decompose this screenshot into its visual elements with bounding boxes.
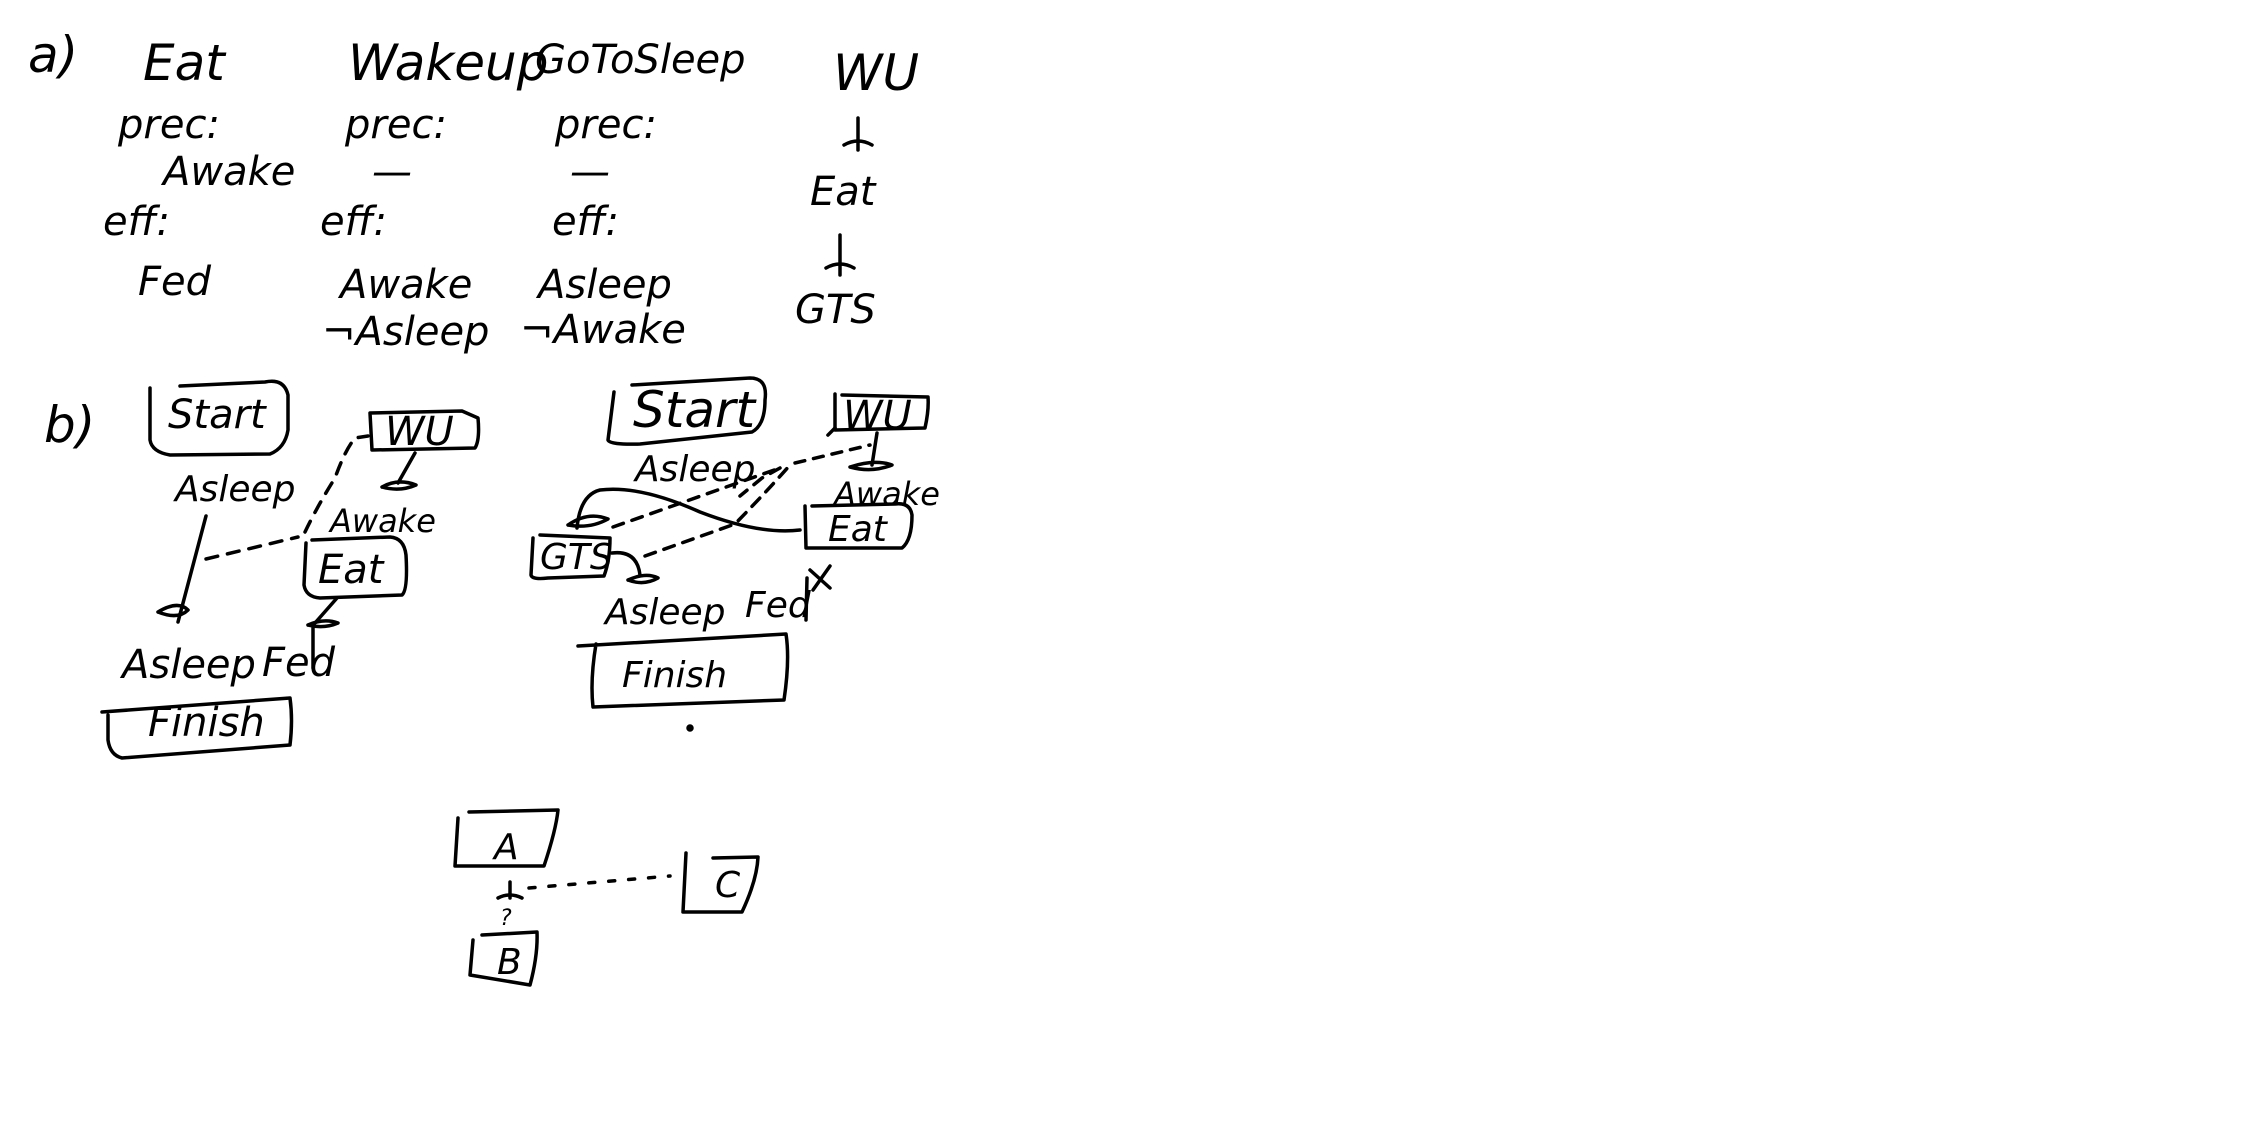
plan2-eat-node: Eat [828,509,887,550]
part-a-label: a) [28,26,79,84]
plan2-finish-precond-fed: Fed [745,585,811,626]
action-wakeup-prec-label: prec: [345,102,447,148]
plan1-finish-precond-fed: Fed [262,640,336,686]
node-b: B [497,942,522,983]
plan2-finish-node: Finish [622,655,728,696]
plan2-finish-precond-asleep: Asleep [605,592,726,633]
node-a: A [494,827,519,868]
plan-step-wu: WU [833,44,920,102]
action-gotosleep-eff-0: Asleep [538,262,672,308]
action-eat-prec-label: prec: [118,102,220,148]
action-wakeup-eff-label: eff: [320,199,387,245]
plan2-wu-node: WU [843,393,912,439]
plan1-start-effect: Asleep [175,469,296,510]
plan2-strokes [529,376,930,732]
part-b-label: b) [44,396,96,454]
plan-step-eat: Eat [810,169,876,215]
action-gotosleep-eff-1: ¬Awake [520,307,686,353]
plan1-wu-effect: Awake [330,502,436,540]
action-wakeup-title: Wakeup [348,34,549,92]
plan1-finish-node: Finish [148,700,265,746]
plan2-start-node: Start [633,381,756,439]
plan1-wu-node: WU [385,409,454,455]
action-gotosleep-prec-0: — [570,149,610,195]
abc-strokes [453,808,760,987]
action-wakeup-eff-0: Awake [340,262,473,308]
action-gotosleep-title: GoToSleep [535,37,746,83]
action-gotosleep-prec-label: prec: [555,102,657,148]
plan2-gts-node: GTS [540,537,613,578]
plan2-start-effect: Asleep [635,449,756,490]
node-c: C [715,865,741,906]
ordering-question-mark: ? [500,906,512,931]
action-eat-eff-0: Fed [138,259,212,305]
plan1-strokes [100,379,481,760]
action-eat-title: Eat [143,34,225,92]
plan1-start-node: Start [168,392,266,438]
action-eat-eff-label: eff: [103,199,170,245]
action-eat-prec-0: Awake [163,149,296,195]
plan-step-gts: GTS [795,287,876,333]
plan-order-links [824,116,874,277]
action-wakeup-eff-1: ¬Asleep [322,309,490,355]
plan1-finish-precond-asleep: Asleep [122,642,256,688]
plan2-wu-effect: Awake [834,475,940,513]
action-wakeup-prec-0: — [372,149,412,195]
action-gotosleep-eff-label: eff: [552,199,619,245]
plan1-eat-node: Eat [318,547,384,593]
